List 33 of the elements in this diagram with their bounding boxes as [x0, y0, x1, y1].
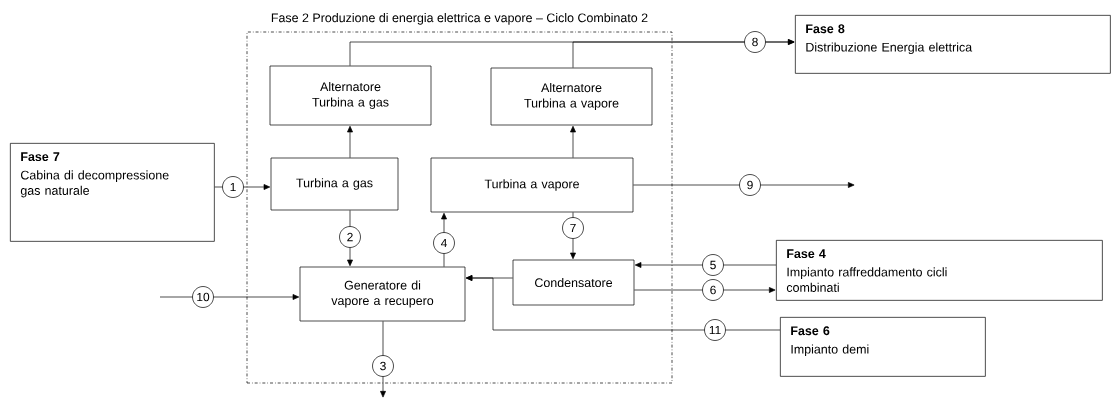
arrow — [633, 182, 855, 188]
edge-label: 4 — [433, 232, 455, 254]
arrow — [570, 212, 576, 260]
arrow — [380, 321, 386, 398]
edge-label: 1 — [222, 176, 244, 198]
edge-label: 9 — [739, 174, 761, 196]
phase-box: Fase 4 Impianto raffreddamento cicli combinati — [776, 240, 1103, 301]
phase-box: Fase 8 Distribuzione Energia elettrica — [795, 15, 1111, 74]
phase-box: Fase 7 Cabina di decompressione gas naturale — [10, 143, 215, 242]
arrow — [572, 39, 795, 68]
arrow — [634, 262, 777, 268]
process-box: Turbina a vapore — [430, 157, 634, 213]
edge-label: 8 — [744, 31, 766, 53]
arrow — [347, 210, 353, 267]
phase-box: Fase 6 Impianto demi — [780, 317, 986, 377]
arrow — [634, 287, 776, 293]
edge-label: 10 — [192, 286, 214, 308]
edge-label: 11 — [704, 319, 726, 341]
process-box: Alternatore Turbina a vapore — [490, 67, 653, 126]
process-box: Condensatore — [512, 259, 635, 306]
frame-title: Fase 2 Produzione di energia elettrica e vapore – Ciclo Combinato 2 — [271, 13, 648, 25]
edge-label: 7 — [562, 217, 584, 239]
edge-label: 6 — [702, 279, 724, 301]
arrow — [159, 294, 300, 300]
edge-label: 5 — [702, 254, 724, 276]
arrow — [570, 125, 576, 158]
arrow — [347, 125, 353, 158]
process-box: Generatore di vapore a recupero — [299, 266, 466, 322]
edge-label: 2 — [339, 226, 361, 248]
process-box: Turbina a gas — [270, 157, 399, 211]
arrow — [465, 275, 781, 331]
edge-label: 3 — [372, 355, 394, 377]
process-box: Alternatore Turbina a gas — [269, 65, 432, 126]
